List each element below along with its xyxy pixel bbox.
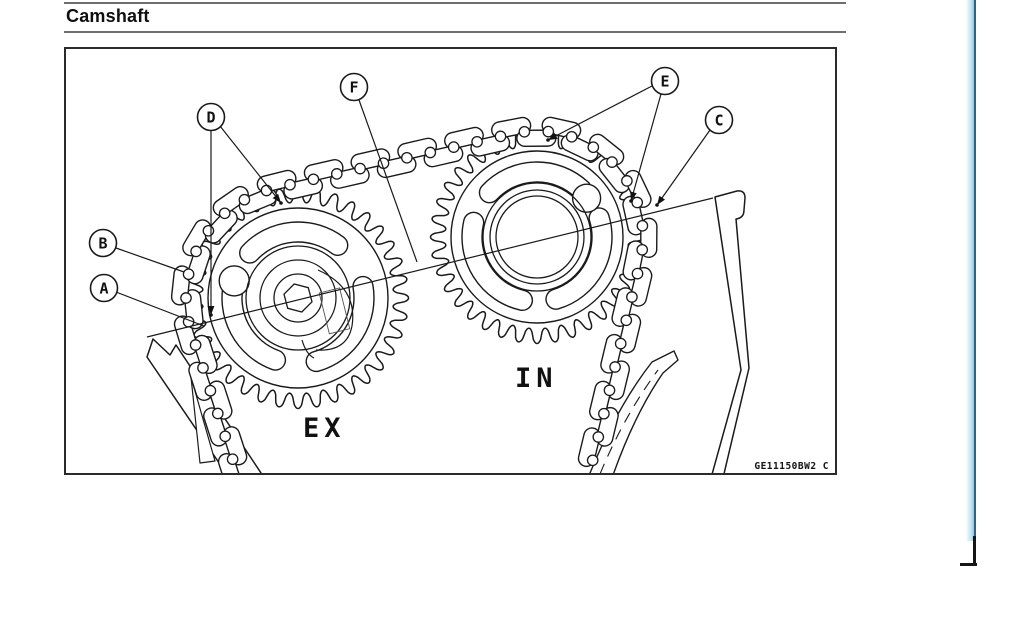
callout-C: C [704,105,734,135]
callout-letter-C: C [714,111,723,129]
cam-sprockets [186,129,645,410]
chain-pin [631,267,644,280]
callout-letter-D: D [206,108,215,126]
camshaft-bolt-hex [283,283,313,313]
leader-line-F [358,99,418,263]
leader-arrowhead [548,132,558,140]
chain-pin [636,243,649,256]
chain-pin [565,130,578,143]
chain-pin [620,314,633,327]
chain-pin [182,268,195,281]
chain-pin [197,362,209,374]
leader-line-E [547,85,653,141]
leader-line-B [115,247,185,273]
right-case-wall [711,190,750,473]
callout-letter-E: E [660,72,669,90]
chain-pin [606,156,618,168]
figure-frame: A B D F E C EX IN GE11150BW2 C [64,47,837,475]
chain-pin [586,454,599,467]
callout-letter-B: B [98,234,107,252]
chain-pin [401,151,413,164]
page-edge-highlight [966,0,976,541]
chain-pin [636,219,649,232]
chain-pin [626,291,638,303]
label-in: IN [515,363,558,394]
leader-line-A [115,291,205,327]
chain-pin [621,175,633,187]
page-corner-mark-horizontal [960,563,977,566]
left-wall-cutout [190,376,216,464]
chain-pin [284,178,296,191]
chain-pin [260,184,273,197]
callout-F: F [339,72,369,102]
chain-pin [518,125,531,138]
chain-pin [424,146,437,159]
chain-pin [204,384,217,397]
chain-pin [542,125,555,138]
leader-arrowhead [630,191,637,201]
figure-code: GE11150BW2 C [754,461,829,472]
chain-pin [471,135,483,148]
title-rule-top [64,2,846,4]
chain-link-plate [217,452,243,473]
leader-arrowhead [657,195,665,205]
alignment-line [146,197,714,338]
leader-line-D [219,125,282,204]
chain-pin [190,245,202,258]
leader-line-C [656,129,711,206]
chain-pin [226,453,239,466]
callout-E: E [650,66,680,96]
callout-D: D [196,102,226,132]
chain-pin [354,162,366,175]
chain-pin [447,141,460,153]
chain-pin [592,431,605,443]
callout-letter-F: F [349,78,358,96]
label-ex: EX [303,413,346,444]
timing-chain [170,116,658,473]
chain-link-plate [588,133,625,166]
callout-A: A [89,273,119,303]
chain-pin [211,407,224,420]
camshaft-diagram: A B D F E C EX IN GE11150BW2 C [88,66,829,473]
timing-mark-dot [629,199,633,203]
chain-pin [609,361,621,373]
leader-arrowhead [272,193,281,203]
chain-pin [330,168,343,180]
leader-line-E [630,93,662,202]
chain-pin [189,339,202,351]
callout-bubbles: A B D F E C [88,66,734,303]
timing-mark-dot [209,313,213,317]
chain-pin [218,207,231,220]
title-rule-bottom [64,31,846,33]
leader-arrowhead [207,306,215,315]
timing-mark-dot [655,203,659,207]
chain-pin [494,130,507,143]
exhaust-sprocket [186,186,410,410]
chain-pin [202,224,215,237]
page-corner-mark-vertical [973,536,976,566]
chain-pin [587,141,600,154]
chain-pin [598,407,610,420]
intake-sprocket [429,129,645,345]
timing-mark-dot [279,201,283,205]
callout-B: B [88,228,118,258]
timing-mark-dot [546,138,550,142]
chain-pin [631,196,644,209]
chain-link-plate [204,209,238,244]
guide-centerline [599,369,659,473]
head-surface-line [146,197,714,338]
page-title: Camshaft [66,6,150,26]
chain-pin [307,173,320,186]
chain-pin [603,384,616,397]
chain-pin [180,292,192,304]
callout-leaders [115,85,711,327]
chain-pin [219,430,232,443]
chain-pin [238,193,251,206]
chain-pin [614,337,627,350]
callout-letter-A: A [99,279,108,297]
cam-lobe-outline [315,269,354,351]
